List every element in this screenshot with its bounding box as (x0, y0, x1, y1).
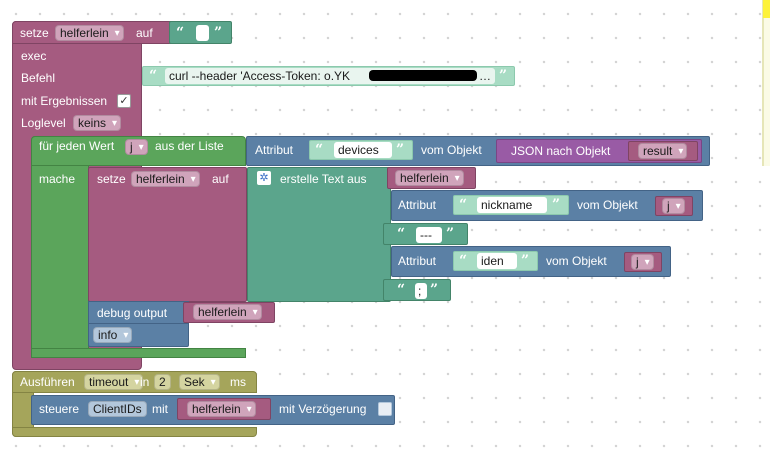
text-join-block[interactable] (247, 167, 391, 302)
timeout-footer (12, 427, 257, 437)
inner-set-variable-block[interactable] (88, 167, 247, 302)
timeout-type-dropdown[interactable]: timeout (84, 374, 144, 390)
result-variable-dropdown[interactable]: result (638, 143, 688, 159)
devices-text-field[interactable]: devices (334, 142, 392, 158)
fuer-jeden-wert-label: für jeden Wert (39, 139, 115, 153)
quote-close-icon: ” (396, 142, 405, 158)
quote-open-icon: “ (176, 25, 185, 41)
quote-open-icon: “ (459, 253, 468, 269)
loglevel-label: Loglevel (21, 116, 66, 130)
empty-text-block[interactable]: “ ” (169, 21, 232, 44)
quote-close-icon: ” (430, 282, 439, 298)
mit-verzoegerung-label: mit Verzögerung (279, 402, 367, 416)
debug-variable-dropdown[interactable]: helferlein (193, 304, 262, 320)
steuere-label: steuere (39, 402, 80, 416)
exec-label: exec (21, 49, 47, 63)
setze-label: setze (20, 26, 49, 40)
quote-close-icon: ” (552, 197, 561, 213)
state-id-field[interactable]: ClientIDs (88, 401, 147, 417)
attribut-label: Attribut (398, 198, 437, 212)
command-text: curl --header 'Access-Token: o.YK (169, 69, 351, 83)
separator-field-1[interactable]: --- (416, 227, 442, 243)
ausfuehren-label: Ausführen (20, 375, 75, 389)
variable-dropdown[interactable]: helferlein (55, 25, 124, 41)
nickname-text-block[interactable]: “ nickname ” (453, 195, 569, 215)
comment-bubble-tab[interactable] (763, 0, 770, 18)
vom-objekt-label: vom Objekt (421, 143, 482, 157)
in-label: in (140, 375, 150, 389)
attribut-label: Attribut (255, 143, 294, 157)
iden-text-block[interactable]: “ iden ” (453, 251, 538, 271)
obj-j-dropdown[interactable]: j (631, 254, 654, 270)
mit-label: mit (152, 402, 168, 416)
redacted-token (369, 70, 477, 81)
for-each-footer (31, 348, 246, 358)
empty-text-field[interactable] (196, 25, 209, 41)
separator-field-2[interactable]: ; (415, 283, 427, 299)
aus-der-liste-label: aus der Liste (155, 139, 224, 153)
mit-verzoegerung-checkbox[interactable] (378, 402, 392, 416)
debug-output-label: debug output (97, 306, 168, 320)
vom-objekt-label: vom Objekt (546, 254, 607, 268)
loglevel-dropdown[interactable]: keins (73, 115, 122, 131)
separator-text-block-1[interactable]: “ --- ” (383, 223, 468, 245)
for-each-block[interactable] (31, 136, 89, 358)
quote-close-icon: ” (214, 25, 223, 41)
iden-text-field[interactable]: iden (477, 253, 517, 269)
timeout-amount-field[interactable]: 2 (154, 374, 171, 390)
quote-open-icon: “ (149, 68, 158, 84)
erstelle-text-aus-label: erstelle Text aus (280, 172, 367, 186)
quote-open-icon: “ (397, 282, 406, 298)
quote-open-icon: “ (459, 197, 468, 213)
json-nach-objekt-label: JSON nach Objekt (511, 144, 611, 158)
command-ellipsis: … (479, 69, 491, 83)
mit-ergebnissen-checkbox[interactable]: ✓ (117, 94, 131, 108)
gear-icon[interactable]: ✲ (257, 171, 271, 185)
comment-bubble-edge[interactable] (762, 0, 770, 166)
separator-text-block-2[interactable]: “ ; ” (383, 279, 451, 301)
auf-label: auf (136, 26, 153, 40)
quote-close-icon: ” (499, 68, 508, 84)
loop-var-dropdown[interactable]: j (125, 139, 148, 155)
quote-open-icon: “ (315, 142, 324, 158)
debug-level-dropdown[interactable]: info (93, 327, 133, 343)
quote-open-icon: “ (397, 226, 406, 242)
mache-label: mache (39, 172, 76, 186)
attribut-label: Attribut (398, 254, 437, 268)
befehl-label: Befehl (21, 71, 56, 85)
control-variable-dropdown[interactable]: helferlein (187, 401, 256, 417)
inner-setze-label: setze (97, 172, 126, 186)
mit-ergebnissen-label: mit Ergebnissen (21, 94, 108, 108)
ms-label: ms (230, 375, 246, 389)
nickname-text-field[interactable]: nickname (477, 197, 547, 213)
quote-close-icon: ” (446, 226, 455, 242)
quote-close-icon: ” (521, 253, 530, 269)
timeout-unit-dropdown[interactable]: Sek (179, 374, 220, 390)
vom-objekt-label: vom Objekt (577, 198, 638, 212)
inner-variable-dropdown[interactable]: helferlein (131, 171, 200, 187)
command-text-block[interactable]: “ curl --header 'Access-Token: o.YK … ” (142, 66, 515, 86)
devices-text-block[interactable]: “ devices ” (309, 140, 413, 160)
join-item-variable-dropdown[interactable]: helferlein (395, 170, 464, 186)
obj-j-dropdown[interactable]: j (662, 198, 685, 214)
inner-auf-label: auf (212, 172, 229, 186)
